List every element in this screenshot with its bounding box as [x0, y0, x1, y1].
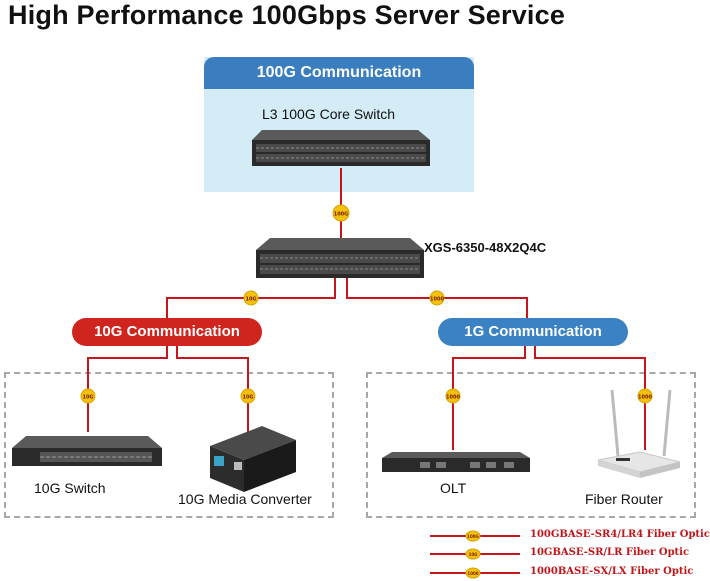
router-link-line — [534, 346, 646, 450]
converter-link-badge-text: 10G — [242, 395, 253, 401]
olt-label: OLT — [440, 480, 467, 496]
legend-label-1000: 1000BASE-SX/LX Fiber Optic — [530, 566, 694, 577]
router-link-badge-text: 1000 — [638, 395, 652, 401]
fiber-router-label: Fiber Router — [585, 491, 663, 507]
right-branch-badge: 1000 — [429, 290, 445, 306]
ten-g-switch-icon — [12, 436, 162, 466]
core-uplink-badge-text: 100G — [334, 212, 349, 218]
one-g-communication-header: 1G Communication — [438, 318, 628, 346]
olt-link-badge: 1000 — [445, 388, 461, 404]
media-converter-label: 10G Media Converter — [178, 491, 312, 507]
left-branch-badge-text: 10G — [245, 297, 256, 303]
olt-link-badge-text: 1000 — [446, 395, 460, 401]
one-g-devices-group — [366, 372, 696, 518]
main-switch-label: XGS-6350-48X2Q4C — [424, 240, 547, 255]
media-converter-icon — [210, 426, 296, 492]
ten-g-switch-label: 10G Switch — [34, 480, 106, 496]
core-switch-label: L3 100G Core Switch — [262, 106, 396, 122]
main-switch-icon — [256, 238, 424, 278]
converter-link-line — [176, 346, 249, 434]
legend-badge-10g: 10G — [469, 552, 478, 557]
left-branch-badge: 10G — [243, 290, 259, 306]
router-link-badge: 1000 — [637, 388, 653, 404]
switch-link-line — [87, 346, 168, 432]
olt-icon — [382, 452, 530, 472]
ten-g-devices-group — [4, 372, 334, 518]
converter-link-badge: 10G — [240, 388, 256, 404]
legend-label-10g: 10GBASE-SR/LR Fiber Optic — [530, 547, 690, 558]
core-switch-icon — [252, 130, 430, 166]
right-branch-badge-text: 1000 — [430, 297, 444, 303]
switch-link-badge: 10G — [80, 388, 96, 404]
fiber-router-icon — [597, 389, 681, 478]
link-lines — [87, 168, 646, 450]
legend-label-100g: 100GBASE-SR4/LR4 Fiber Optic — [530, 529, 710, 540]
link-badges: 100G 10G 1000 10G 10G 1000 1000 — [80, 204, 653, 404]
olt-link-line — [452, 346, 526, 450]
legend-badge-100g: 100G — [467, 534, 479, 539]
switch-link-badge-text: 10G — [82, 395, 93, 401]
ten-g-communication-header: 10G Communication — [72, 318, 262, 346]
core-uplink-badge: 100G — [332, 204, 350, 222]
legend-lines: 100G 10G 1000 — [430, 530, 520, 579]
legend-badge-1000: 1000 — [467, 571, 478, 576]
page-title: High Performance 100Gbps Server Service — [8, 0, 566, 30]
core-section-header: 100G Communication — [204, 57, 474, 89]
